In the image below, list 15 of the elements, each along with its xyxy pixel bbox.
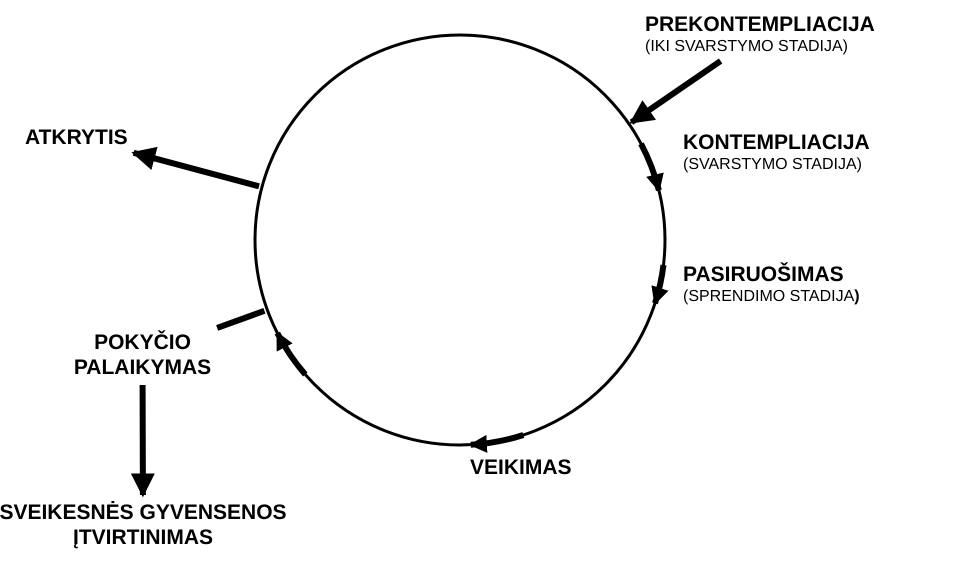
arrow [131,146,260,190]
stage-label: VEIKIMAS [470,455,573,480]
stage-label: POKYČIO PALAIKYMAS [72,330,212,380]
cycle-circle [254,34,666,446]
stage-label: PREKONTEMPLIACIJA [645,12,876,37]
stage-label: KONTEMPLIACIJA [683,130,871,155]
stage-label: SVEIKESNĖS GYVENSENOS ĮTVIRTINIMAS [0,500,288,550]
stage-subtitle: (IKI SVARSTYMO STADIJA) [645,37,849,57]
stage-label: PASIRUOŠIMAS [683,262,845,287]
stage-subtitle: (SPRENDIMO STADIJA) [683,287,861,307]
arrow [629,58,722,125]
connector-line [216,308,266,331]
stage-label: ATKRYTIS [25,125,129,150]
stage-subtitle: (SVARSTYMO STADIJA) [683,155,863,175]
arrow [130,384,155,498]
